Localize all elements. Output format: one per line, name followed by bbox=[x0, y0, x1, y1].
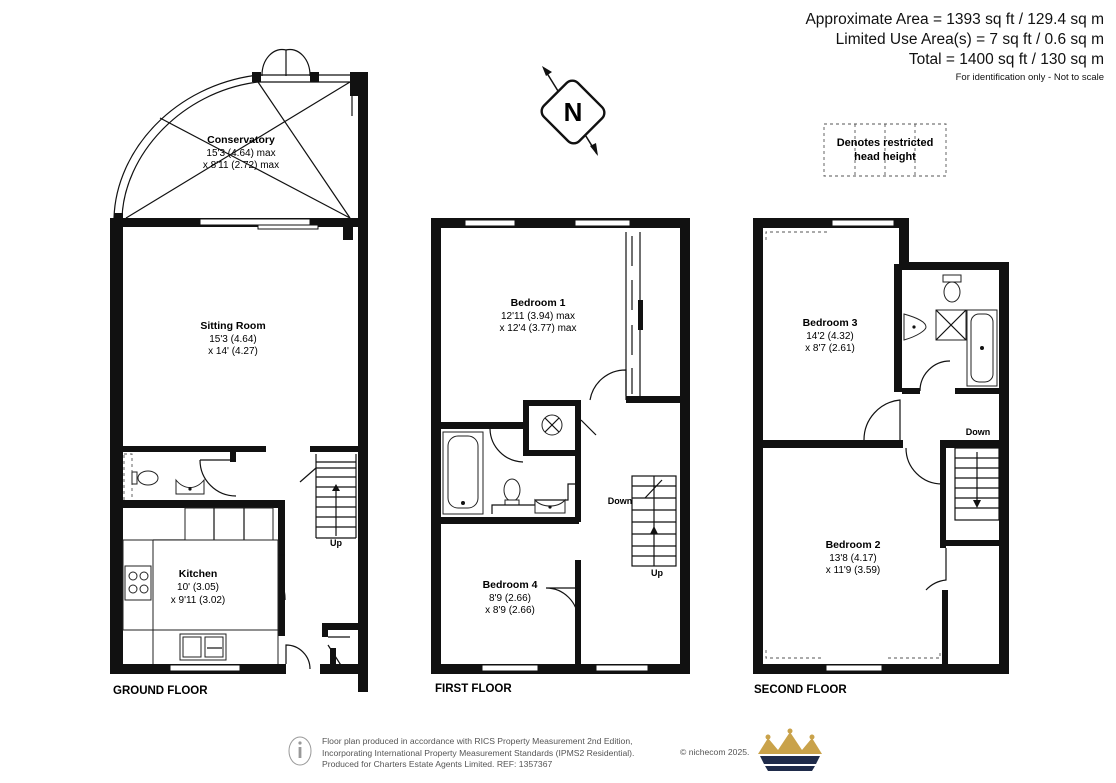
footer-text: Floor plan produced in accordance with R… bbox=[322, 736, 634, 771]
bedroom-2-dim2: x 11'9 (3.59) bbox=[826, 565, 881, 576]
compass-icon: N bbox=[540, 66, 606, 156]
limited-use-area: Limited Use Area(s) = 7 sq ft / 0.6 sq m bbox=[835, 31, 1104, 48]
conservatory-dim1: 15'3 (4.64) max bbox=[206, 148, 275, 159]
bedroom-1-dim2: x 12'4 (3.77) max bbox=[500, 323, 577, 334]
crown-logo-icon bbox=[758, 728, 822, 771]
bedroom-3-dim1: 14'2 (4.32) bbox=[806, 331, 854, 342]
ground-floor-label: GROUND FLOOR bbox=[113, 685, 208, 697]
first-stairs-up: Up bbox=[651, 568, 663, 578]
info-icon bbox=[288, 736, 312, 766]
ground-stairs-up: Up bbox=[330, 538, 342, 548]
conservatory-curve-wall bbox=[113, 74, 259, 219]
second-floor bbox=[753, 218, 1009, 674]
second-floor-label: SECOND FLOOR bbox=[754, 684, 847, 696]
first-floor-label: FIRST FLOOR bbox=[435, 683, 512, 695]
bedroom-4-dim1: 8'9 (2.66) bbox=[489, 593, 531, 604]
copyright-text: © nichecom 2025. bbox=[680, 747, 750, 757]
bedroom-3-dim2: x 8'7 (2.61) bbox=[805, 343, 855, 354]
legend-line1: Denotes restricted bbox=[837, 137, 934, 149]
conservatory-name: Conservatory bbox=[207, 134, 275, 146]
ground-floor bbox=[110, 48, 368, 692]
total-area: Total = 1400 sq ft / 130 sq m bbox=[908, 51, 1104, 68]
footer-line-2: Incorporating International Property Mea… bbox=[322, 747, 635, 758]
restricted-height-legend: Denotes restricted head height bbox=[823, 123, 947, 177]
footer-line-3: Produced for Charters Estate Agents Limi… bbox=[322, 759, 553, 769]
first-floor bbox=[431, 218, 690, 674]
bedroom-4-name: Bedroom 4 bbox=[483, 579, 538, 591]
bedroom-1-dim1: 12'11 (3.94) max bbox=[501, 311, 575, 322]
bedroom-3-name: Bedroom 3 bbox=[803, 317, 858, 329]
second-stairs-down: Down bbox=[966, 427, 991, 437]
scale-note: For identification only - Not to scale bbox=[955, 72, 1104, 83]
legend-line2: head height bbox=[854, 151, 916, 163]
sitting-room-name: Sitting Room bbox=[200, 320, 265, 332]
first-stairs-down: Down bbox=[608, 496, 633, 506]
footer-line-1: Floor plan produced in accordance with R… bbox=[322, 736, 633, 746]
conservatory-curve-inner bbox=[121, 81, 259, 219]
kitchen-name: Kitchen bbox=[179, 568, 218, 580]
bedroom-2-name: Bedroom 2 bbox=[826, 539, 881, 551]
bedroom-1-name: Bedroom 1 bbox=[511, 297, 566, 309]
approximate-area: Approximate Area = 1393 sq ft / 129.4 sq… bbox=[805, 11, 1104, 28]
kitchen-dim2: x 9'11 (3.02) bbox=[171, 595, 226, 606]
compass-letter: N bbox=[564, 97, 583, 127]
sitting-room-dim1: 15'3 (4.64) bbox=[209, 334, 257, 345]
bedroom-2-dim1: 13'8 (4.17) bbox=[829, 553, 877, 564]
area-summary: Approximate Area = 1393 sq ft / 129.4 sq… bbox=[805, 10, 1104, 86]
conservatory-dim2: x 8'11 (2.72) max bbox=[203, 160, 279, 171]
kitchen-dim1: 10' (3.05) bbox=[177, 582, 219, 593]
sitting-room-dim2: x 14' (4.27) bbox=[208, 346, 258, 357]
bedroom-4-dim2: x 8'9 (2.66) bbox=[485, 605, 535, 616]
